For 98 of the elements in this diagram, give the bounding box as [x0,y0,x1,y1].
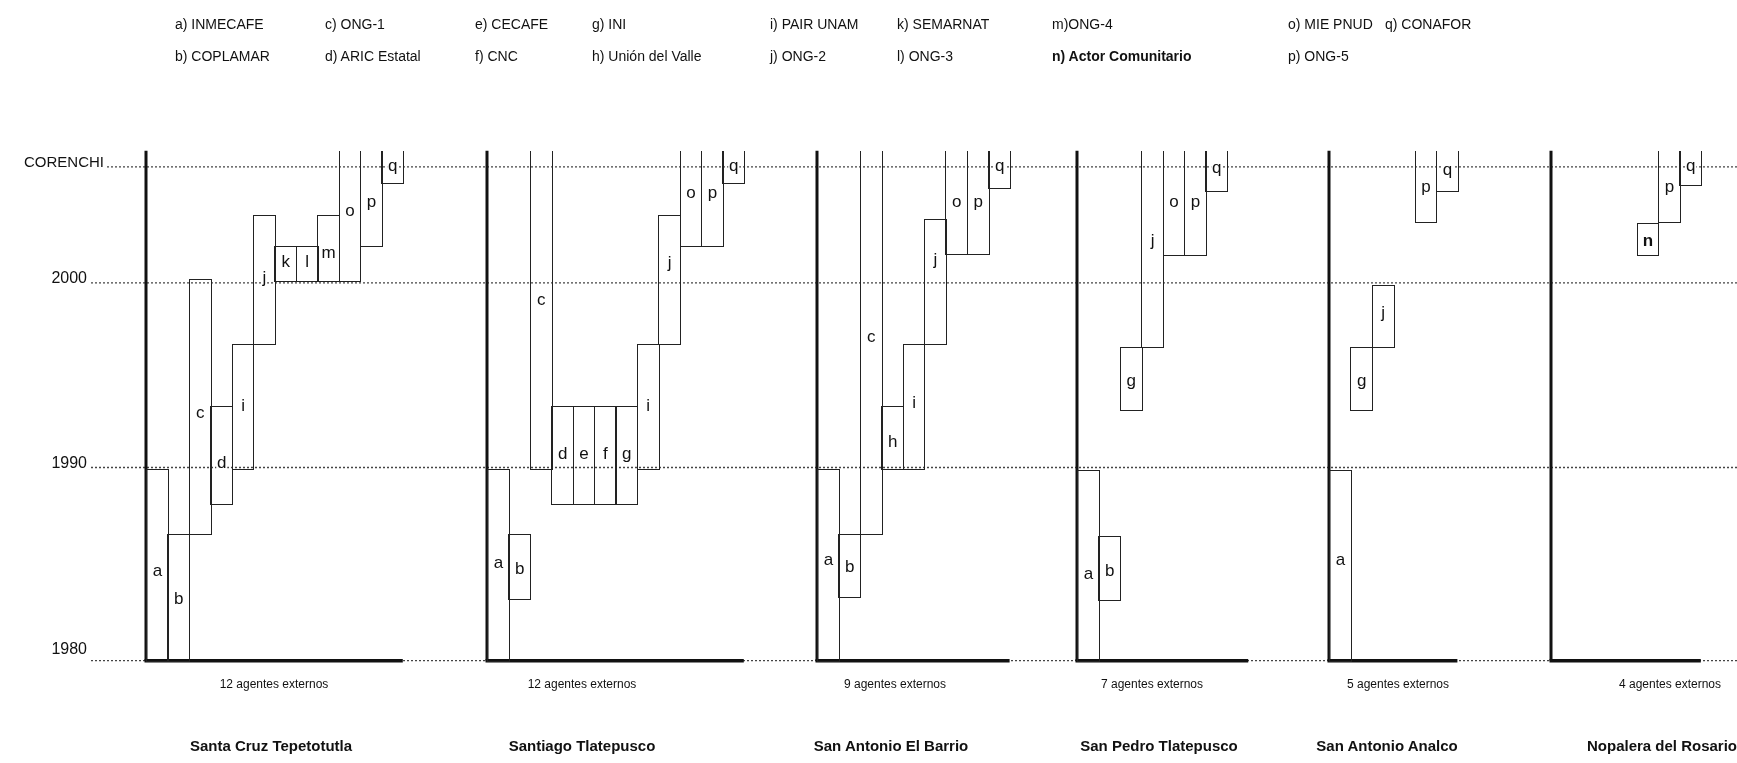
agent-bar [487,468,510,662]
bar-letter: j [1380,303,1387,321]
agent-count: 12 agentes externos [527,677,637,691]
agent-bar [210,406,234,505]
legend-entry: k) SEMARNAT [897,16,990,32]
bar-letter: j [261,268,268,286]
bar-letter: i [645,396,652,414]
agent-bar [881,406,905,470]
agent-bar [508,533,532,600]
agent-bar [295,246,319,283]
bar-letter: b [844,557,856,575]
axis-label: 1990 [51,454,87,473]
bar-letter: b [173,589,185,607]
bar-letter: d [556,445,569,462]
agent-bar [1679,150,1703,186]
axis-label: 1980 [51,639,87,658]
legend-entry: p) ONG-5 [1288,48,1349,64]
legend-entry: h) Unión del Valle [592,48,702,64]
agent-bar [274,246,298,283]
agent-bar [924,218,947,345]
agent-bar [594,406,617,505]
community-name: Santa Cruz Tepetotutla [189,736,353,754]
agent-bar [902,343,926,470]
agent-bar [1414,150,1438,224]
agent-bar [317,215,341,283]
community-name: San Pedro Tlatepusco [1080,736,1238,754]
community-name: San Antonio Analco [1316,736,1458,754]
legend-entry: n) Actor Comunitario [1052,48,1192,64]
legend-entry: l) ONG-3 [897,48,953,64]
agent-bar [253,215,276,345]
community-name: Santiago Tlatepusco [508,736,656,754]
agent-bar [360,150,383,248]
bar-letter: j [666,253,673,271]
agent-bar [701,150,724,248]
bar-letter: b [514,559,526,577]
agent-bar [817,468,840,662]
bar-letter: b [1104,561,1116,579]
community-name: San Antonio El Barrio [813,736,969,754]
bar-letter: i [240,396,246,414]
bar-letter: k [280,252,292,270]
agent-bar [167,533,191,662]
agent-bar [529,150,553,470]
legend-entry: e) CECAFE [475,16,549,32]
agent-bar [636,343,660,470]
agent-bar [1184,150,1207,256]
bar-letter: j [932,250,939,268]
axis-label: 2000 [51,268,87,287]
agent-count: 4 agentes externos [1618,677,1722,691]
agent-bar [988,150,1012,190]
community-name: Nopalera del Rosario [1587,736,1737,754]
bar-letter: d [215,453,228,471]
agent-bar [1436,150,1459,193]
agent-bar [966,150,990,255]
agent-bar [1098,535,1122,601]
legend-entry: j) ONG-2 [770,48,826,64]
legend-entry: d) ARIC Estatal [325,48,421,64]
agent-bar [381,150,405,184]
agent-bar [572,406,596,505]
agent-bar [615,406,639,505]
legend-entry: i) PAIR UNAM [770,16,859,32]
bar-letter: j [1149,231,1156,249]
agent-bar [679,150,703,248]
legend-entry: q) CONAFOR [1385,16,1472,32]
agent-bar [188,279,212,535]
legend-entry: c) ONG-1 [325,16,385,32]
agent-bar [146,468,169,662]
agent-bar [231,343,255,470]
agent-bar [838,533,862,599]
agent-bar [658,215,682,345]
agent-bar [1371,284,1395,349]
agent-bar [551,406,575,505]
agent-bar [1119,347,1143,412]
agent-bar [945,150,969,255]
agent-bar [1636,222,1660,256]
agent-bar [1205,150,1229,193]
agent-bar [1350,347,1374,412]
agent-bar [1077,470,1100,662]
legend-entry: o) MIE PNUD [1288,16,1373,32]
legend-entry: g) INI [592,16,627,32]
agent-count: 7 agentes externos [1100,677,1204,691]
agent-count: 5 agentes externos [1346,677,1450,691]
legend-entry: a) INMECAFE [175,16,264,32]
agent-bar [1141,150,1165,349]
axis-label: CORENCHI [24,152,104,170]
agent-count: 12 agentes externos [219,677,329,691]
legend-entry: b) COPLAMAR [175,48,270,64]
legend-entry: m)ONG-4 [1052,16,1113,32]
agent-bar [338,150,362,283]
bar-letter: l [304,252,311,270]
agent-count: 9 agentes externos [843,677,947,691]
bar-letter: h [886,432,899,450]
agent-bar [1329,470,1352,662]
agent-bar [1658,150,1681,224]
agent-bar [859,150,883,535]
bar-letter: f [602,445,609,462]
legend-entry: f) CNC [475,48,518,64]
bar-letter: i [911,393,917,411]
agent-bar [722,150,746,184]
